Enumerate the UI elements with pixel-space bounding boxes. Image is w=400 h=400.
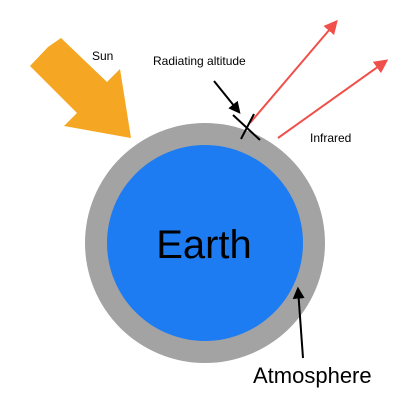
infrared-label: Infrared xyxy=(310,131,351,145)
radiating-altitude-label: Radiating altitude xyxy=(153,54,246,68)
sun-label: Sun xyxy=(92,49,113,63)
radiating-altitude-pointer xyxy=(213,80,241,114)
atmosphere-label: Atmosphere xyxy=(253,363,372,388)
radiating-altitude-marker xyxy=(232,113,261,141)
infrared-arrow-lower xyxy=(277,59,389,139)
earth-disk xyxy=(107,145,303,341)
sun-arrow xyxy=(30,38,131,138)
earth-label: Earth xyxy=(156,223,252,267)
atmosphere-pointer xyxy=(292,286,305,359)
infrared-arrow-upper xyxy=(249,19,338,124)
